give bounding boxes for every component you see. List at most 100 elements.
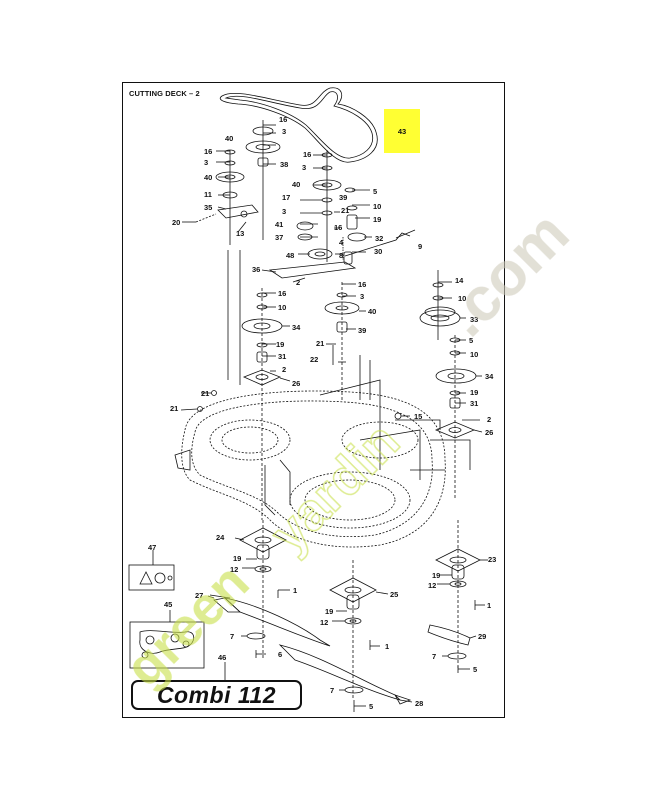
callout-11[interactable]: 11 bbox=[204, 190, 212, 199]
callout-10b[interactable]: 10 bbox=[458, 294, 466, 303]
callout-21d[interactable]: 21 bbox=[316, 339, 324, 348]
belt-routing-sticker-45 bbox=[129, 621, 205, 669]
callout-39b[interactable]: 39 bbox=[358, 326, 366, 335]
blade-27 bbox=[223, 597, 331, 647]
callout-12b[interactable]: 12 bbox=[320, 618, 328, 627]
callout-21b[interactable]: 21 bbox=[201, 389, 209, 398]
highlighted-part-label: 43 bbox=[397, 126, 407, 136]
callout-37[interactable]: 37 bbox=[275, 233, 283, 242]
callout-16e[interactable]: 16 bbox=[278, 289, 286, 298]
callout-8[interactable]: 8 bbox=[339, 251, 343, 260]
callout-38[interactable]: 38 bbox=[280, 160, 288, 169]
callout-1a[interactable]: 1 bbox=[293, 586, 297, 595]
callout-5a[interactable]: 5 bbox=[373, 187, 377, 196]
callout-12c[interactable]: 12 bbox=[428, 581, 436, 590]
callout-40c[interactable]: 40 bbox=[292, 180, 300, 189]
callout-39a[interactable]: 39 bbox=[339, 193, 347, 202]
diagram-frame bbox=[122, 82, 505, 718]
callout-22[interactable]: 22 bbox=[310, 355, 318, 364]
callout-33[interactable]: 33 bbox=[470, 315, 478, 324]
pulley-34-right bbox=[435, 368, 477, 384]
callout-19a[interactable]: 19 bbox=[373, 215, 381, 224]
model-label: Combi 112 bbox=[156, 681, 277, 708]
callout-12a[interactable]: 12 bbox=[230, 565, 238, 574]
highlight-box-43[interactable]: 43 bbox=[384, 109, 420, 153]
callout-16b[interactable]: 16 bbox=[204, 147, 212, 156]
callout-14[interactable]: 14 bbox=[455, 276, 464, 285]
callout-27[interactable]: 27 bbox=[195, 591, 203, 600]
callout-28[interactable]: 28 bbox=[415, 699, 423, 708]
callout-26a[interactable]: 26 bbox=[292, 379, 300, 388]
callout-29[interactable]: 29 bbox=[478, 632, 486, 641]
callout-3d[interactable]: 3 bbox=[282, 207, 286, 216]
callout-21a[interactable]: 21 bbox=[341, 206, 349, 215]
callout-40b[interactable]: 40 bbox=[204, 173, 212, 182]
pulley-33 bbox=[419, 309, 461, 327]
callout-16d[interactable]: 16 bbox=[334, 223, 342, 232]
callout-19b[interactable]: 19 bbox=[276, 340, 284, 349]
callout-35[interactable]: 35 bbox=[204, 203, 212, 212]
callout-34a[interactable]: 34 bbox=[292, 323, 301, 332]
callout-7c[interactable]: 7 bbox=[330, 686, 334, 695]
clutch-48 bbox=[307, 248, 333, 260]
callout-46[interactable]: 46 bbox=[218, 653, 226, 662]
callout-41[interactable]: 41 bbox=[275, 220, 283, 229]
callout-3b[interactable]: 3 bbox=[204, 158, 208, 167]
callout-15[interactable]: 15 bbox=[414, 412, 422, 421]
callout-1b[interactable]: 1 bbox=[385, 642, 389, 651]
callout-13[interactable]: 13 bbox=[236, 229, 244, 238]
callout-40a[interactable]: 40 bbox=[225, 134, 233, 143]
callout-19d[interactable]: 19 bbox=[233, 554, 241, 563]
callout-10a[interactable]: 10 bbox=[373, 202, 381, 211]
callout-2c[interactable]: 2 bbox=[487, 415, 491, 424]
callout-9[interactable]: 9 bbox=[418, 242, 422, 251]
callout-7b[interactable]: 7 bbox=[432, 652, 436, 661]
drive-belt-43 bbox=[219, 87, 378, 163]
model-badge: Combi 112 bbox=[131, 680, 302, 710]
diagram-title: CUTTING DECK – 2 bbox=[129, 89, 200, 98]
callout-21c[interactable]: 21 bbox=[170, 404, 178, 413]
callout-3e[interactable]: 3 bbox=[360, 292, 364, 301]
callout-25[interactable]: 25 bbox=[390, 590, 398, 599]
warning-sticker-47 bbox=[128, 564, 175, 591]
callout-10d[interactable]: 10 bbox=[470, 350, 478, 359]
callout-3a[interactable]: 3 bbox=[282, 127, 286, 136]
callout-20[interactable]: 20 bbox=[172, 218, 180, 227]
callout-26b[interactable]: 26 bbox=[485, 428, 493, 437]
callout-47[interactable]: 47 bbox=[148, 543, 156, 552]
callout-6[interactable]: 6 bbox=[278, 650, 282, 659]
callout-16c[interactable]: 16 bbox=[303, 150, 311, 159]
blade-29 bbox=[427, 624, 471, 646]
callout-31b[interactable]: 31 bbox=[470, 399, 478, 408]
callout-19e[interactable]: 19 bbox=[325, 607, 333, 616]
callout-5b[interactable]: 5 bbox=[469, 336, 473, 345]
callout-32[interactable]: 32 bbox=[375, 234, 383, 243]
callout-5d[interactable]: 5 bbox=[369, 702, 373, 711]
callout-5c[interactable]: 5 bbox=[473, 665, 477, 674]
callout-45[interactable]: 45 bbox=[164, 600, 172, 609]
blade-28 bbox=[278, 644, 402, 701]
callout-2a[interactable]: 2 bbox=[296, 278, 300, 287]
callout-48[interactable]: 48 bbox=[286, 251, 294, 260]
callout-10c[interactable]: 10 bbox=[278, 303, 286, 312]
callout-24[interactable]: 24 bbox=[216, 533, 225, 542]
callout-2b[interactable]: 2 bbox=[282, 365, 286, 374]
callout-16f[interactable]: 16 bbox=[358, 280, 366, 289]
callout-3c[interactable]: 3 bbox=[302, 163, 306, 172]
callout-1c[interactable]: 1 bbox=[487, 601, 491, 610]
callout-19f[interactable]: 19 bbox=[432, 571, 440, 580]
callout-40d[interactable]: 40 bbox=[368, 307, 376, 316]
callout-36[interactable]: 36 bbox=[252, 265, 260, 274]
callout-16a[interactable]: 16 bbox=[279, 115, 287, 124]
callout-30[interactable]: 30 bbox=[374, 247, 382, 256]
callout-31a[interactable]: 31 bbox=[278, 352, 286, 361]
callout-17[interactable]: 17 bbox=[282, 193, 290, 202]
callout-34b[interactable]: 34 bbox=[485, 372, 494, 381]
callout-4[interactable]: 4 bbox=[339, 238, 344, 247]
callout-23[interactable]: 23 bbox=[488, 555, 496, 564]
callout-19c[interactable]: 19 bbox=[470, 388, 478, 397]
callout-7a[interactable]: 7 bbox=[230, 632, 234, 641]
